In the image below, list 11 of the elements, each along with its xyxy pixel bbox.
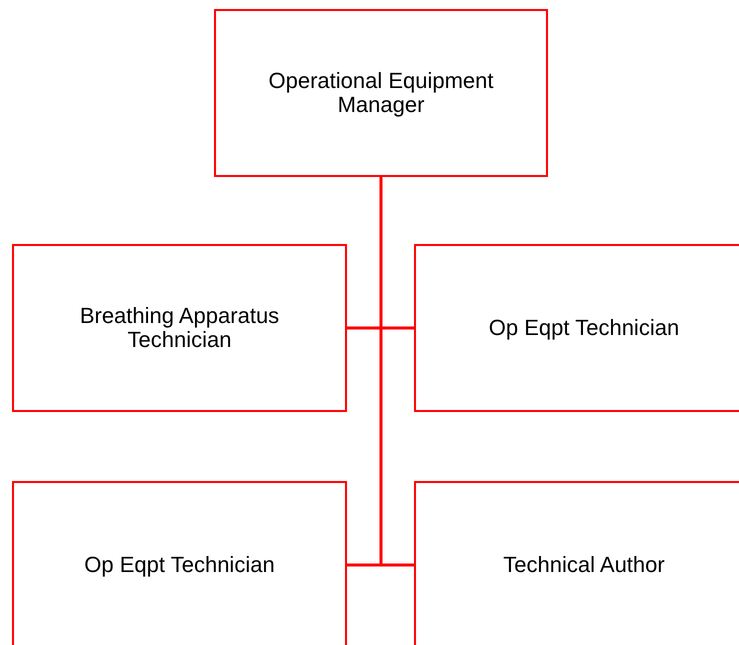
role-box [12,481,347,645]
role-title: Op Eqpt Technician [488,316,680,340]
role-box [214,9,548,177]
role-title: Technical Author [503,553,665,577]
role-title: Op Eqpt Technician [84,553,275,577]
connector-line [380,177,414,566]
role-title: Operational Equipment Manager [267,69,495,117]
role-box [414,244,739,412]
role-box [414,481,739,645]
role-box [12,244,347,412]
role-title: Breathing Apparatus Technician [78,304,280,352]
